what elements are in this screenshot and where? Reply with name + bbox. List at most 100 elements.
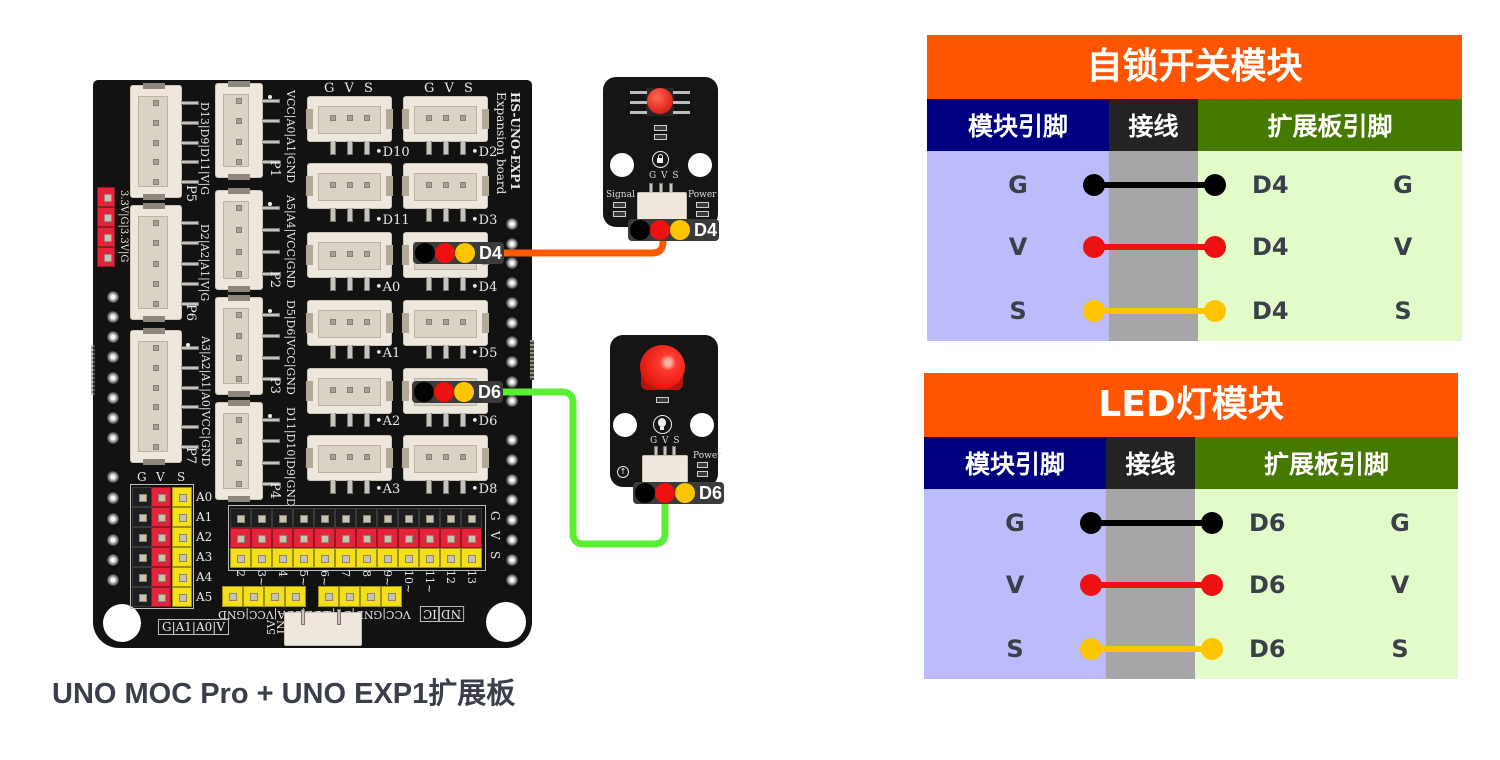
connector-leg (181, 241, 199, 246)
board-port-cell: D4 (1252, 233, 1289, 261)
connector-latch (386, 176, 393, 196)
pin-hole (506, 554, 518, 566)
connector-latch (228, 188, 250, 194)
connector-pin (152, 240, 159, 247)
header-pin (272, 528, 293, 548)
connector-pin (460, 319, 466, 325)
header-pin (356, 508, 377, 528)
connector-leg (330, 277, 336, 291)
wire-dot-end (1201, 638, 1223, 660)
wire-dot-start (1083, 300, 1105, 322)
module-mount-hole (610, 153, 634, 177)
gvs-connector-d5 (402, 300, 489, 359)
gvs-connector-d11 (306, 163, 393, 222)
pin-hole (107, 412, 119, 424)
gvs-port-label: •D4 (471, 280, 498, 295)
pin1-marker (268, 95, 272, 99)
digital-header-column-label: 13 (465, 570, 478, 584)
header-pin (230, 508, 251, 528)
connector-slot (223, 94, 249, 167)
pin-hole (506, 336, 518, 349)
pin-hole (506, 434, 518, 446)
wire-dot-end (1201, 512, 1223, 534)
analog-box-label: G|A1|A0|V (158, 619, 229, 635)
connector-pin (330, 182, 336, 188)
switch-power-label: Power (688, 190, 717, 200)
gvs-port-name: D5 (478, 346, 498, 361)
pin-hole (506, 494, 518, 506)
pin-hole (107, 492, 119, 504)
header-pin (172, 547, 192, 567)
connector-pin (330, 387, 336, 393)
analog-header-row-label: A0 (196, 490, 213, 504)
connector-latch (402, 245, 409, 265)
badge-port-label: D6 (478, 381, 502, 402)
gvs-port-name: A1 (382, 346, 401, 361)
mounting-hole (486, 602, 526, 642)
connector-leg (262, 160, 280, 164)
connector-pin (236, 481, 243, 487)
header-pin (132, 487, 152, 507)
connector-latch (386, 313, 393, 333)
connector-leg (262, 460, 280, 465)
switch-pin (630, 111, 647, 114)
connector-slot (318, 378, 381, 406)
connector-leg (364, 141, 370, 155)
header-pin (461, 548, 482, 568)
connector-pin (236, 98, 243, 104)
connector-leg (460, 345, 466, 359)
switch-connector (637, 192, 687, 222)
header-pin (272, 548, 293, 568)
connector-leg (262, 482, 280, 486)
connector-latch (306, 109, 313, 129)
connector-pin (443, 182, 449, 188)
connector-latch (402, 109, 409, 129)
analog-header-row-label: A4 (196, 570, 213, 584)
badge-port-label: D6 (699, 482, 723, 503)
badge-dot-yellow (670, 220, 690, 240)
gvs-port-label: •D5 (471, 346, 498, 361)
connector-pin (426, 319, 432, 325)
connector-leg (330, 141, 336, 155)
connector-leg (181, 140, 199, 145)
board-pin-cell: G (1393, 171, 1413, 199)
badge-dot-black (414, 382, 434, 402)
smd-component (654, 125, 667, 131)
connector-pin (347, 319, 353, 325)
gvs-connector-a3 (306, 435, 393, 494)
connector-leg (426, 277, 432, 291)
module-pin-column (924, 489, 1106, 679)
table-title: LED灯模块 (924, 373, 1458, 437)
wire-dot-end (1204, 300, 1226, 322)
gvs-port-label: •D6 (471, 414, 498, 429)
connector-leg (364, 413, 370, 427)
connector-pin (236, 459, 243, 466)
header-pin (419, 528, 440, 548)
connector-leg (181, 180, 199, 184)
connector-pin (347, 387, 353, 393)
digital-header-outline (228, 505, 486, 571)
header-pin (272, 508, 293, 528)
connector-pin (152, 444, 159, 450)
board-badge-d4: D4 (413, 242, 505, 264)
pin1-marker (186, 343, 190, 347)
header-pin (335, 548, 356, 568)
module-mount-hole (613, 413, 637, 437)
connector-pin (460, 454, 466, 460)
digital-header-row-label: V (488, 531, 502, 540)
orientation-icon: ↑ (617, 466, 629, 478)
connector-pin (364, 319, 370, 325)
gvs-port-name: D6 (478, 414, 498, 429)
board-badge-d6: D6 (412, 381, 504, 403)
connector-leg (262, 418, 280, 422)
connector-leg (443, 277, 449, 291)
board-subtitle: Expansion board (494, 92, 508, 195)
gvs-port-label: •A2 (375, 414, 401, 429)
badge-port-label: D4 (694, 219, 718, 240)
gvs-legend-right: G V S (424, 81, 476, 96)
header-pin (314, 548, 335, 568)
pin-hole (107, 534, 119, 546)
header-pin (293, 508, 314, 528)
